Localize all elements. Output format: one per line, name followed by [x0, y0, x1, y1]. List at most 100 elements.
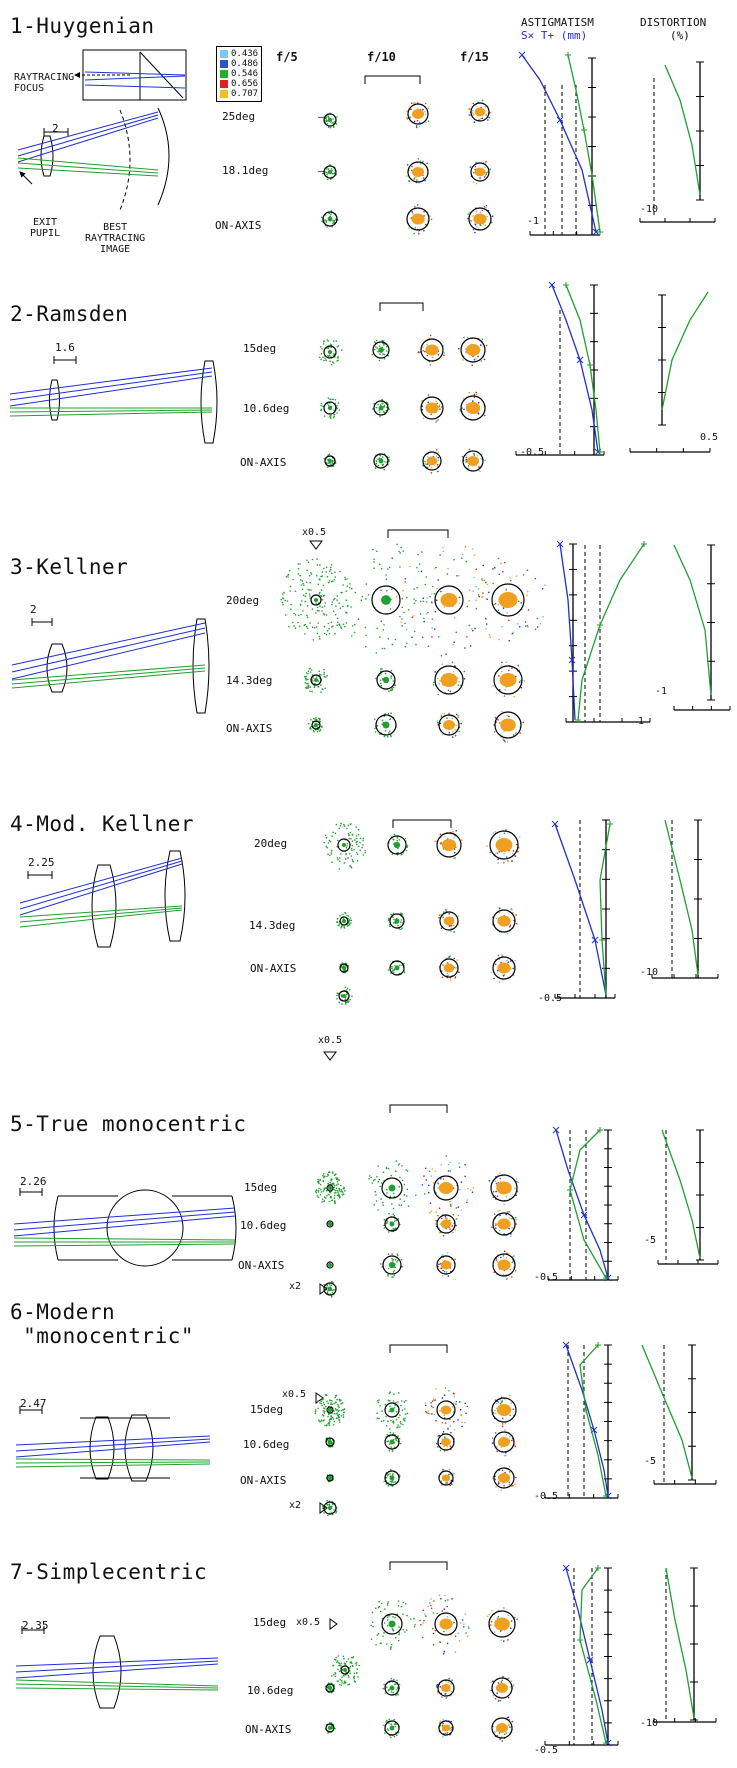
- spot-dot: [451, 1406, 454, 1408]
- spot-dot: [387, 1167, 390, 1170]
- scale-bar: [27, 871, 53, 879]
- spot-dot: [336, 994, 338, 997]
- spot-dot: [482, 592, 484, 594]
- spot-dot: [431, 585, 434, 588]
- spot-dot: [289, 585, 292, 588]
- spot-dot: [401, 1409, 404, 1412]
- spot-dot: [335, 1184, 338, 1186]
- spot-dot: [335, 123, 338, 125]
- spot-dot: [382, 353, 384, 355]
- spot-dot: [497, 1174, 499, 1176]
- sagittal-marker: [592, 228, 600, 236]
- spot-core: [500, 718, 516, 732]
- tangential-marker: [607, 821, 613, 827]
- spot-dot: [417, 553, 419, 556]
- spot-dot: [309, 671, 312, 673]
- spot-dot: [325, 1394, 328, 1396]
- spot-dot: [333, 1186, 335, 1189]
- spot-dot: [318, 356, 321, 359]
- spot-dot: [437, 1182, 440, 1185]
- spot-dot: [506, 1252, 508, 1254]
- ray: [19, 857, 183, 904]
- spot-dot: [453, 837, 455, 839]
- spot-dot: [406, 846, 408, 848]
- airy-disk-circle: [323, 165, 337, 179]
- spot-dot: [343, 1193, 345, 1196]
- spot-dot: [457, 1632, 460, 1634]
- spot-dot: [385, 1222, 388, 1225]
- spot-dot: [400, 912, 402, 914]
- spot-dot: [312, 717, 315, 720]
- spot-dot: [371, 353, 374, 356]
- spot-dot: [405, 1399, 407, 1402]
- spot-dot: [450, 979, 452, 981]
- spot-dot: [448, 925, 451, 927]
- spot-dot: [326, 1284, 329, 1287]
- spot-dot: [488, 1180, 491, 1182]
- spot-dot: [390, 913, 393, 916]
- spot-dot: [336, 595, 339, 597]
- f10-bracket: [389, 1344, 448, 1353]
- spot-dot: [392, 1432, 395, 1434]
- spot-dot: [441, 1421, 444, 1424]
- spot-dot: [453, 641, 456, 643]
- spot-dot: [458, 602, 461, 604]
- airy-disk-circle: [491, 1677, 513, 1699]
- spot-dot: [503, 739, 505, 742]
- spot-dot: [515, 914, 518, 916]
- spot-dot: [403, 971, 406, 974]
- spot-dot: [330, 564, 333, 566]
- spot-dot: [335, 340, 338, 342]
- scale-bar: [19, 1406, 43, 1414]
- spot-dot: [359, 837, 362, 840]
- spot-dot: [336, 1660, 339, 1662]
- ray: [15, 1435, 211, 1446]
- spot-dot: [488, 116, 491, 119]
- spot-dot: [418, 232, 420, 235]
- spot-dot: [392, 969, 394, 972]
- spot-dot: [473, 576, 475, 579]
- spot-dot: [331, 1178, 333, 1181]
- spot-dot: [423, 617, 425, 620]
- spot-dot: [376, 724, 379, 727]
- spot-core: [467, 456, 479, 466]
- spot-core: [495, 838, 513, 852]
- spot-dot: [341, 1402, 344, 1404]
- spot-dot: [319, 1402, 321, 1404]
- spot-dot: [380, 1182, 383, 1184]
- spot-dot: [338, 1419, 341, 1422]
- section5-scale: 2.26: [20, 1175, 47, 1188]
- spot-dot: [372, 1625, 374, 1628]
- spot-dot: [506, 1278, 508, 1280]
- spot-dot: [327, 1193, 330, 1196]
- spot-dot: [390, 675, 393, 677]
- spot-dot: [306, 614, 308, 617]
- spot-dot: [436, 587, 438, 590]
- spot-dot: [336, 1661, 338, 1663]
- spot-dot: [429, 1202, 432, 1204]
- spot-dot: [520, 602, 522, 604]
- tangential-marker: [575, 717, 581, 723]
- spot-dot: [508, 1217, 511, 1219]
- tangential-marker: [603, 1740, 609, 1746]
- spot-dot: [306, 559, 308, 562]
- spot-dot: [339, 1678, 342, 1681]
- spot-dot: [442, 1718, 444, 1721]
- spot-dot: [452, 1411, 455, 1414]
- s6-distortion-curve: [641, 1344, 693, 1479]
- spot-dot: [419, 600, 422, 603]
- spot-dot: [386, 1220, 389, 1222]
- spot-dot: [340, 1662, 343, 1664]
- spot-dot: [388, 1718, 391, 1721]
- spot-dot: [453, 1420, 455, 1423]
- s7-magnify: x0.5: [296, 1617, 321, 1628]
- spot-dot: [427, 645, 430, 648]
- spot-dot: [442, 1178, 445, 1180]
- spot-dot: [335, 1409, 337, 1411]
- spot-dot: [328, 1503, 331, 1506]
- spot-dot: [321, 606, 324, 608]
- spot-dot: [496, 1692, 498, 1694]
- spot-dot: [401, 606, 404, 609]
- spot-dot: [390, 1469, 392, 1471]
- spot-dot: [452, 924, 455, 927]
